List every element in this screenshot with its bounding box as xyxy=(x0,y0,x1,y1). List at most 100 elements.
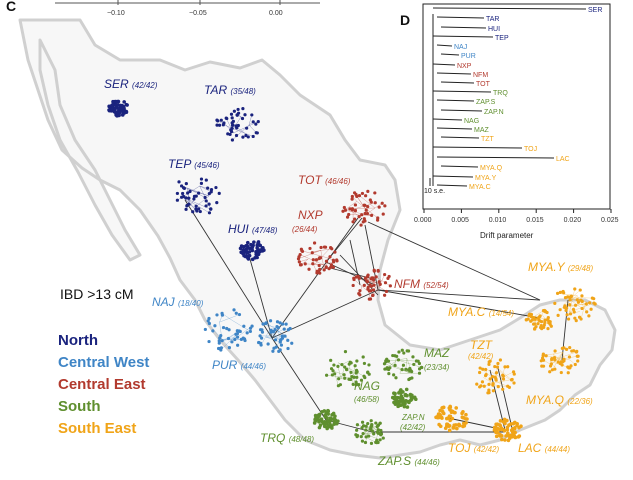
node xyxy=(568,312,573,316)
node xyxy=(107,104,111,109)
node xyxy=(353,209,357,213)
node xyxy=(197,207,201,211)
node xyxy=(401,363,406,367)
node xyxy=(350,207,355,211)
node xyxy=(417,371,422,375)
node xyxy=(228,132,232,137)
node xyxy=(255,243,259,248)
node xyxy=(213,324,217,328)
node xyxy=(364,194,368,198)
node xyxy=(542,323,546,327)
branch xyxy=(436,184,468,187)
node xyxy=(241,107,245,111)
node xyxy=(227,328,231,332)
node xyxy=(579,298,583,302)
node xyxy=(226,336,231,341)
node xyxy=(357,194,362,198)
node xyxy=(405,393,409,398)
node xyxy=(247,250,252,254)
node xyxy=(532,322,536,326)
node xyxy=(496,430,500,435)
node xyxy=(227,346,231,350)
node xyxy=(233,337,237,342)
node xyxy=(345,368,349,372)
node xyxy=(312,241,317,245)
node xyxy=(546,327,550,331)
node xyxy=(411,355,415,359)
node xyxy=(180,195,184,199)
node xyxy=(478,385,482,389)
tip-TOJ: TOJ xyxy=(524,146,537,153)
node xyxy=(394,398,398,403)
branch xyxy=(440,53,460,56)
label-MYAC: MYA.C (14/54) xyxy=(448,305,514,319)
cluster-NFM xyxy=(351,268,392,301)
node xyxy=(278,321,282,325)
node xyxy=(320,419,325,424)
node xyxy=(326,423,331,428)
node xyxy=(555,291,560,295)
node xyxy=(280,334,284,338)
node xyxy=(216,346,221,351)
node xyxy=(566,371,570,375)
branch xyxy=(432,146,523,149)
node xyxy=(343,350,348,354)
node xyxy=(220,339,224,343)
node xyxy=(538,314,542,318)
node xyxy=(405,405,410,409)
node xyxy=(118,103,122,108)
node xyxy=(491,389,495,393)
node xyxy=(464,412,468,417)
node xyxy=(180,184,184,188)
node xyxy=(394,376,398,380)
legend-central-west: Central West xyxy=(58,354,150,371)
node xyxy=(206,186,210,190)
node xyxy=(447,423,452,428)
node xyxy=(335,259,339,263)
node xyxy=(350,374,354,379)
node xyxy=(546,316,550,320)
legend-south-east: South East xyxy=(58,420,137,437)
node xyxy=(186,191,190,195)
node xyxy=(286,346,290,351)
node xyxy=(242,337,247,341)
node xyxy=(371,293,375,297)
branch xyxy=(436,156,555,159)
node xyxy=(311,262,315,266)
node xyxy=(177,180,181,184)
node xyxy=(275,320,280,324)
cluster-NXP xyxy=(296,241,339,275)
label-MAZ-count: (23/34) xyxy=(424,363,450,372)
node xyxy=(266,342,270,346)
node xyxy=(461,421,466,426)
label-NAG-count: (46/58) xyxy=(354,395,380,404)
node xyxy=(369,200,373,204)
node xyxy=(255,131,259,135)
node xyxy=(318,423,323,427)
node xyxy=(198,209,202,214)
node xyxy=(377,205,381,209)
node xyxy=(387,367,391,372)
node xyxy=(373,191,377,195)
node xyxy=(366,287,370,291)
node xyxy=(553,367,557,371)
branch xyxy=(436,99,475,102)
node xyxy=(348,377,353,382)
d-tick-label: 0.005 xyxy=(451,217,469,224)
node xyxy=(331,265,335,269)
node xyxy=(359,378,364,382)
node xyxy=(194,204,198,208)
node xyxy=(576,300,581,304)
node xyxy=(367,363,371,367)
cluster-ZAP.S xyxy=(354,419,385,445)
label-NAJ: NAJ (18/40) xyxy=(152,295,204,309)
node xyxy=(109,107,114,112)
tip-TRQ: TRQ xyxy=(493,90,508,97)
node xyxy=(241,135,245,139)
label-NXP-count: (26/44) xyxy=(292,225,318,234)
node xyxy=(175,198,179,202)
node xyxy=(314,258,319,262)
node xyxy=(568,345,572,350)
node xyxy=(243,113,247,117)
tip-TEP: TEP xyxy=(495,35,509,42)
